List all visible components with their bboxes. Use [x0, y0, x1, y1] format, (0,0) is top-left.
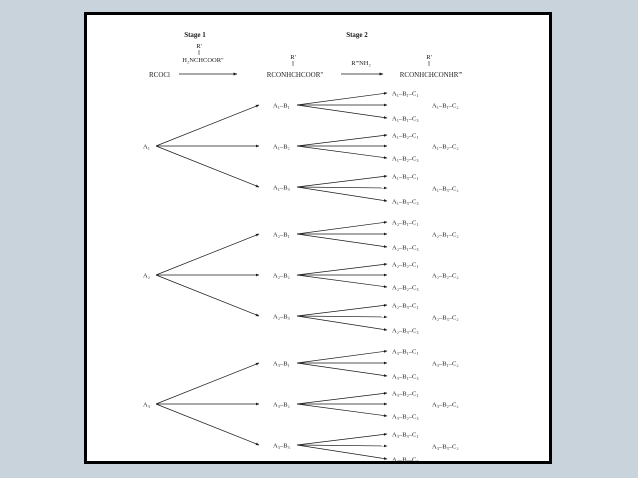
c-node-label: A₂–B₂–C₃ — [392, 285, 419, 292]
leaf-arrow — [296, 274, 388, 288]
c-node-label: A₃–B₃–C₁ — [392, 432, 419, 439]
stage1-label: Stage 1 — [184, 31, 206, 39]
leaf-arrow — [296, 432, 388, 446]
branch-arrow — [155, 403, 260, 446]
c-node-label: A₂–B₁–C₂ — [432, 232, 459, 239]
b-node-label: A₁–B₂ — [273, 144, 290, 151]
c-node-label: A₁–B₃–C₃ — [392, 199, 419, 206]
synthesis-tree: A₁ A₁–B₁ A₁–B₁–C₁ A₁–B₁–C₂ A₁–B₁–C₃ A₁–B₂ A₁–B… — [143, 91, 459, 462]
leaf-arrow — [296, 350, 388, 364]
leaf-arrow — [296, 315, 388, 331]
c-node-label: A₃–B₁–C₂ — [432, 361, 459, 368]
c-node-label: A₁–B₃–C₂ — [432, 186, 459, 193]
leaf-arrow — [296, 391, 388, 405]
branch-arrow — [155, 233, 260, 276]
reagent1-formula: H₂NCHCOOR" — [182, 57, 224, 64]
slide-frame: Stage 1 Stage 2 R' H₂NCHCOOR" RCOCl R' R… — [84, 12, 552, 464]
c-node-label: A₁–B₂–C₃ — [392, 156, 419, 163]
c-node-label: A₁–B₂–C₁ — [392, 133, 419, 140]
leaf-arrow — [296, 145, 388, 159]
c-node-label: A₃–B₁–C₁ — [392, 349, 419, 356]
branch-arrow — [155, 274, 260, 317]
a-node-label: A₃ — [143, 402, 150, 409]
b-node-label: A₁–B₁ — [273, 103, 290, 110]
c-node-label: A₃–B₃–C₂ — [432, 444, 459, 451]
c-node-label: A₂–B₁–C₃ — [392, 245, 419, 252]
combinatorial-synthesis-diagram: Stage 1 Stage 2 R' H₂NCHCOOR" RCOCl R' R… — [143, 31, 463, 462]
b-node-label: A₂–B₃ — [273, 314, 290, 321]
c-node-label: A₃–B₂–C₁ — [392, 391, 419, 398]
reagent1-substituent: R' — [196, 43, 202, 50]
reactant-formula: RCOCl — [149, 71, 170, 79]
intermediate-substituent: R' — [290, 54, 296, 61]
leaf-arrow — [296, 444, 388, 448]
branch-arrow — [155, 362, 260, 405]
c-node-label: A₁–B₁–C₃ — [392, 116, 419, 123]
b-node-label: A₂–B₂ — [273, 273, 290, 280]
branch-arrow — [155, 145, 260, 188]
leaf-arrow — [296, 174, 388, 188]
leaf-arrow — [296, 262, 388, 276]
leaf-arrow — [296, 133, 388, 147]
leaf-arrow — [296, 362, 388, 377]
c-node-label: A₃–B₂–C₂ — [432, 402, 459, 409]
a-node-label: A₂ — [143, 273, 150, 280]
leaf-arrow — [296, 233, 388, 248]
b-node-label: A₁–B₃ — [273, 185, 290, 192]
intermediate-formula: RCONHCHCOOR" — [267, 71, 324, 79]
c-node-label: A₁–B₃–C₁ — [392, 174, 419, 181]
leaf-arrow — [296, 186, 388, 190]
leaf-arrow — [296, 104, 388, 119]
leaf-arrow — [296, 186, 388, 202]
c-node-label: A₁–B₁–C₁ — [392, 91, 419, 98]
leaf-arrow — [296, 303, 388, 317]
b-node-label: A₃–B₂ — [273, 402, 290, 409]
c-node-label: A₃–B₃–C₃ — [392, 457, 419, 462]
c-node-label: A₂–B₂–C₂ — [432, 273, 459, 280]
product-substituent: R' — [426, 54, 432, 61]
stage2-label: Stage 2 — [346, 31, 368, 39]
product-formula: RCONHCHCONHR''' — [400, 71, 463, 79]
leaf-arrow — [296, 315, 388, 319]
leaf-arrow — [296, 92, 388, 106]
c-node-label: A₂–B₃–C₃ — [392, 328, 419, 335]
c-node-label: A₃–B₁–C₃ — [392, 374, 419, 381]
c-node-label: A₂–B₃–C₁ — [392, 303, 419, 310]
c-node-label: A₁–B₁–C₂ — [432, 103, 459, 110]
a-node-label: A₁ — [143, 144, 150, 151]
leaf-arrow — [296, 403, 388, 417]
b-node-label: A₃–B₃ — [273, 443, 290, 450]
leaf-arrow — [296, 444, 388, 460]
c-node-label: A₂–B₁–C₁ — [392, 220, 419, 227]
branch-arrow — [155, 104, 260, 147]
c-node-label: A₁–B₂–C₂ — [432, 144, 459, 151]
b-node-label: A₂–B₁ — [273, 232, 290, 239]
c-node-label: A₂–B₃–C₂ — [432, 315, 459, 322]
leaf-arrow — [296, 221, 388, 235]
b-node-label: A₃–B₁ — [273, 361, 290, 368]
reagent2-formula: R'''NH₂ — [351, 60, 371, 67]
c-node-label: A₂–B₂–C₁ — [392, 262, 419, 269]
c-node-label: A₃–B₂–C₃ — [392, 414, 419, 421]
